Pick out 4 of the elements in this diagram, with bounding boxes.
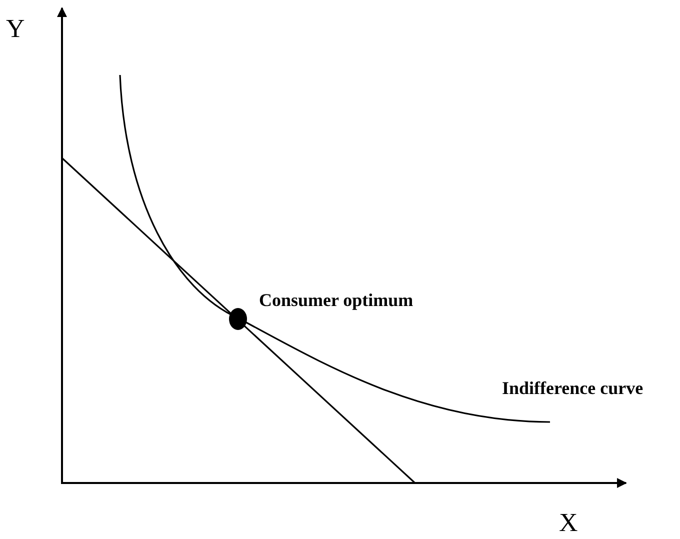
axis-label: X (559, 508, 578, 538)
axis-label: Y (6, 14, 25, 44)
curve-label: Indifference curve (502, 378, 644, 399)
point-label: Consumer optimum (259, 290, 414, 311)
